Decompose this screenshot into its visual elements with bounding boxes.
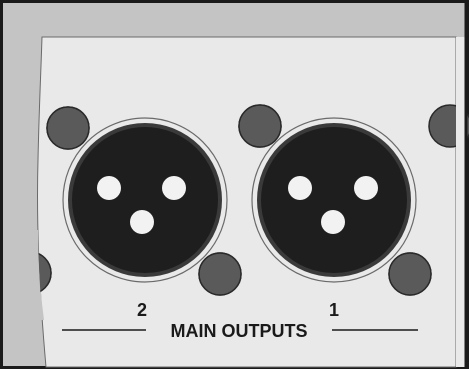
xlr-connector-1 bbox=[251, 117, 417, 283]
edge-mask-left bbox=[3, 230, 44, 320]
xlr-pin bbox=[288, 176, 312, 200]
mounting-screw-icon bbox=[38, 251, 52, 295]
xlr-pin bbox=[321, 210, 345, 234]
xlr-pin bbox=[354, 176, 378, 200]
mounting-screw-icon bbox=[388, 252, 432, 296]
xlr-pin bbox=[97, 176, 121, 200]
panel-title: MAIN OUTPUTS bbox=[171, 321, 308, 341]
mounting-screw-icon bbox=[46, 106, 90, 150]
connector-number-1: 1 bbox=[329, 300, 339, 320]
xlr-connector-icon bbox=[72, 127, 218, 273]
mounting-screw-icon bbox=[238, 104, 282, 148]
edge-mask-right bbox=[456, 37, 466, 367]
mounting-screw-icon bbox=[198, 252, 242, 296]
xlr-pin bbox=[162, 176, 186, 200]
xlr-connector-2 bbox=[62, 117, 228, 283]
xlr-pin bbox=[130, 210, 154, 234]
xlr-connector-icon bbox=[261, 127, 407, 273]
connector-number-2: 2 bbox=[137, 300, 147, 320]
